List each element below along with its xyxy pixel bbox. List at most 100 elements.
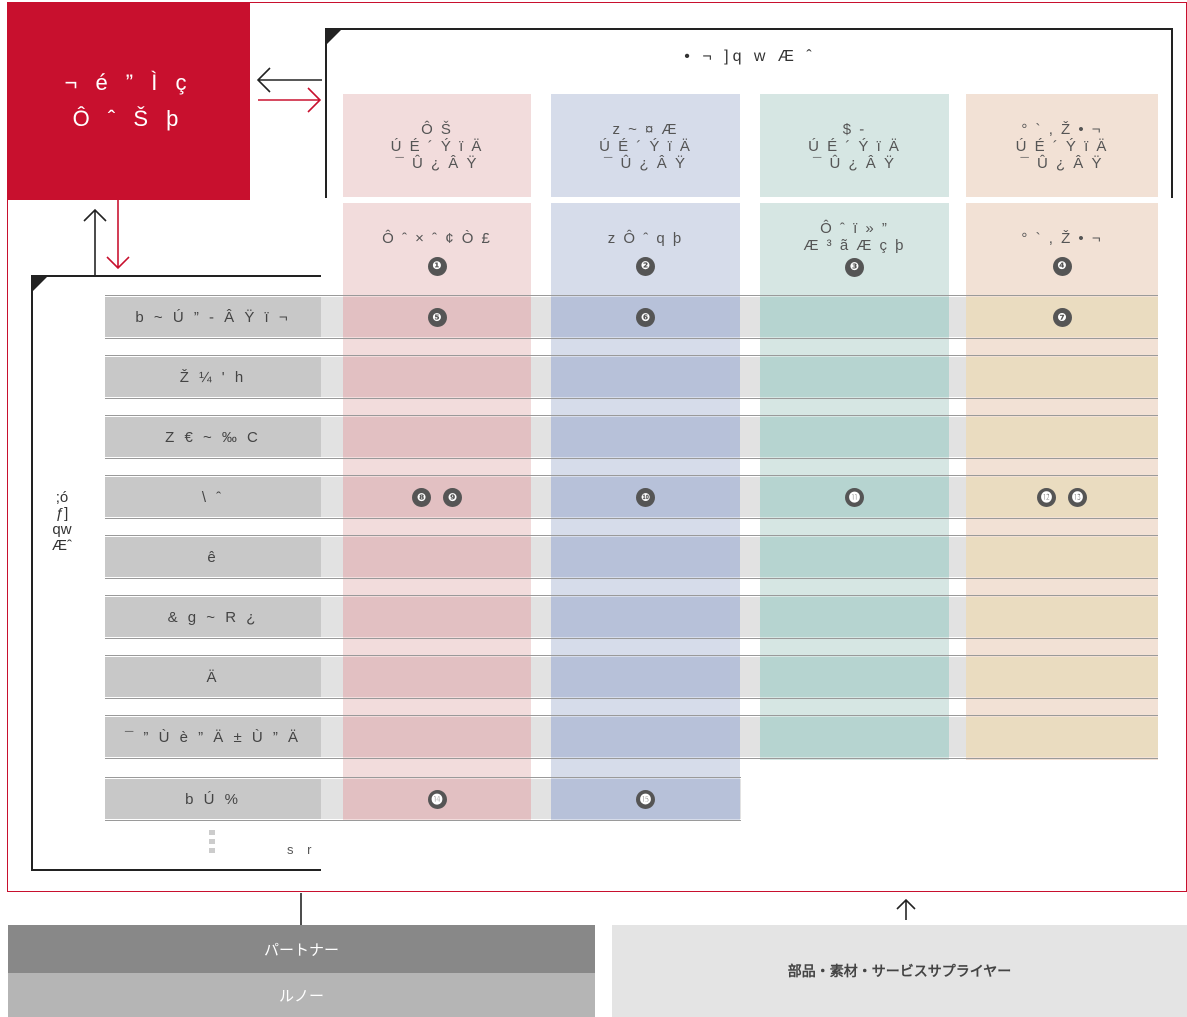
number-badge: ❿ bbox=[636, 487, 655, 507]
row-divider bbox=[105, 578, 1158, 579]
left-bracket bbox=[31, 275, 321, 871]
row-cell-col-4 bbox=[966, 657, 1158, 697]
column-header-4: ° ` , Ž • ¬ Ú É ´ Ý ï Ä ¯ Û ¿ Â Ÿ bbox=[1015, 120, 1109, 172]
hq-box: ¬ é ” Ì ç Ô ˆ Š þ bbox=[7, 2, 250, 200]
column-subheader-1: Ô ˆ × ˆ ¢ Ò £ ❶ bbox=[343, 218, 531, 288]
number-badge: ⓭ bbox=[1068, 487, 1087, 507]
row-divider bbox=[105, 715, 1158, 716]
column-header-2: z ~ ¤ Æ Ú É ´ Ý ï Ä ¯ Û ¿ Â Ÿ bbox=[599, 120, 692, 172]
number-badge: ⓮ bbox=[427, 789, 447, 809]
badge-4: ❹ bbox=[1052, 257, 1072, 276]
row-cell-col-1 bbox=[343, 417, 531, 457]
row-cell-col-3 bbox=[760, 537, 949, 577]
row-label: Ä bbox=[105, 657, 321, 697]
row-divider bbox=[105, 458, 1158, 459]
row-cell-col-3: ⓫ bbox=[760, 477, 949, 517]
row-cell-col-3 bbox=[760, 357, 949, 397]
row-cell-col-3 bbox=[760, 597, 949, 637]
row-divider bbox=[105, 518, 1158, 519]
hq-line-1: ¬ é ” Ì ç bbox=[64, 70, 193, 95]
top-bracket-corner bbox=[327, 30, 341, 44]
row-divider bbox=[105, 638, 1158, 639]
row-divider bbox=[105, 338, 1158, 339]
column-subheader-4: ° ` , Ž • ¬ ❹ bbox=[966, 218, 1158, 288]
row-cell-col-1 bbox=[343, 537, 531, 577]
number-badge: ❻ bbox=[636, 307, 655, 327]
row-cell-col-3 bbox=[760, 657, 949, 697]
row-cell-col-2: ⓯ bbox=[551, 779, 740, 819]
header-gap bbox=[330, 197, 1175, 203]
row-cell-col-2 bbox=[551, 357, 740, 397]
supplier-up-arrow-icon bbox=[896, 898, 916, 920]
row-divider bbox=[105, 355, 1158, 356]
row-divider bbox=[105, 295, 1158, 296]
row-cell-col-1: ⓮ bbox=[343, 779, 531, 819]
top-bracket-title: • ¬ ]q w Æ ˆ bbox=[684, 48, 816, 65]
row-label: b ~ Ú ” - Â Ÿ ï ¬ bbox=[105, 297, 321, 337]
badge-2: ❷ bbox=[636, 257, 655, 276]
column-subheader-3: Ô ˆ ï » ” Æ ³ ã Æ ç þ ❸ bbox=[760, 208, 949, 288]
row-cell-col-3 bbox=[760, 717, 949, 757]
row-cell-col-4 bbox=[966, 597, 1158, 637]
more-dots bbox=[209, 830, 215, 857]
number-badge: ❺ bbox=[427, 307, 447, 327]
row-divider bbox=[105, 535, 1158, 536]
renault-box: ルノー bbox=[8, 973, 595, 1017]
left-bracket-corner bbox=[33, 277, 47, 291]
row-cell-col-4: ❼ bbox=[966, 297, 1158, 337]
row-divider bbox=[105, 595, 1158, 596]
row-divider bbox=[105, 777, 741, 778]
row-label: \ ˆ bbox=[105, 477, 321, 517]
row-cell-col-2 bbox=[551, 597, 740, 637]
row-cell-col-1 bbox=[343, 357, 531, 397]
left-bracket-title: ;óƒ]qwÆˆ bbox=[52, 489, 72, 554]
row-divider bbox=[105, 398, 1158, 399]
row-cell-col-3 bbox=[760, 297, 949, 337]
row-divider bbox=[105, 820, 741, 821]
row-cell-col-4 bbox=[966, 417, 1158, 457]
column-header-1: Ô Š Ú É ´ Ý ï Ä ¯ Û ¿ Â Ÿ bbox=[390, 120, 484, 172]
row-cell-col-1 bbox=[343, 597, 531, 637]
row-label: Ž ¼ ' h bbox=[105, 357, 321, 397]
partner-box: パートナー bbox=[8, 925, 595, 973]
row-label: b Ú % bbox=[105, 779, 321, 819]
row-cell-col-1 bbox=[343, 717, 531, 757]
supplier-box: 部品・素材・サービスサプライヤー bbox=[612, 925, 1187, 1017]
row-cell-col-2: ❻ bbox=[551, 297, 740, 337]
number-badge: ❼ bbox=[1052, 307, 1072, 327]
column-subheader-4-text: ° ` , Ž • ¬ bbox=[1021, 230, 1103, 247]
row-cell-col-4 bbox=[966, 717, 1158, 757]
number-badge: ⓫ bbox=[845, 487, 864, 507]
hq-line-2: Ô ˆ Š þ bbox=[72, 106, 185, 131]
row-label: ¯ ” Ù è ” Ä ± Ù ” Ä bbox=[105, 717, 321, 757]
column-band-1 bbox=[343, 94, 531, 820]
top-bracket bbox=[325, 28, 1173, 198]
row-cell-col-4 bbox=[966, 537, 1158, 577]
row-cell-col-2 bbox=[551, 537, 740, 577]
number-badge: ⓯ bbox=[636, 789, 655, 809]
column-subheader-2-text: z Ô ˆ q þ bbox=[607, 230, 684, 247]
row-divider bbox=[105, 698, 1158, 699]
row-cell-col-2 bbox=[551, 657, 740, 697]
column-subheader-2: z Ô ˆ q þ ❷ bbox=[551, 218, 740, 288]
row-cell-col-1: ❺ bbox=[343, 297, 531, 337]
column-subheader-3-text: Ô ˆ ï » ” Æ ³ ã Æ ç þ bbox=[803, 219, 906, 254]
row-divider bbox=[105, 475, 1158, 476]
row-divider bbox=[105, 415, 1158, 416]
row-label: ê bbox=[105, 537, 321, 577]
column-band-2 bbox=[551, 94, 740, 820]
row-cell-col-1 bbox=[343, 657, 531, 697]
row-divider bbox=[105, 758, 1158, 759]
number-badge: ❾ bbox=[443, 487, 462, 507]
column-header-3: $ - Ú É ´ Ý ï Ä ¯ Û ¿ Â Ÿ bbox=[808, 120, 901, 172]
badge-3: ❸ bbox=[845, 257, 864, 277]
row-cell-col-3 bbox=[760, 417, 949, 457]
row-divider bbox=[105, 655, 1158, 656]
more-label: s r bbox=[287, 842, 317, 857]
row-cell-col-2 bbox=[551, 417, 740, 457]
number-badge: ⓬ bbox=[1037, 487, 1056, 507]
row-label: & g ~ R ¿ bbox=[105, 597, 321, 637]
number-badge: ❽ bbox=[412, 487, 431, 507]
